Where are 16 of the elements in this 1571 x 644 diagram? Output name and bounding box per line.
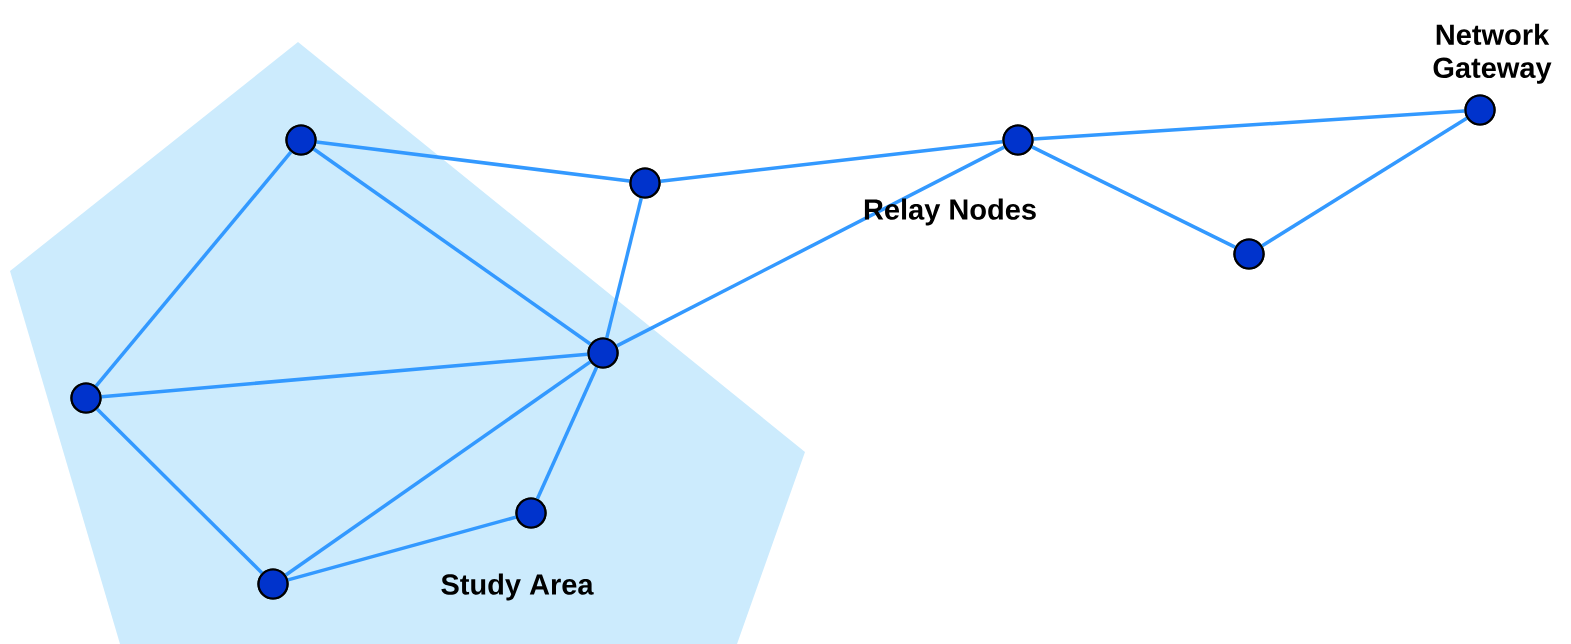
- link-line: [616, 145, 1005, 348]
- link-line: [1033, 109, 1465, 141]
- link-line: [101, 352, 588, 399]
- link-line: [94, 150, 293, 388]
- link-line: [287, 515, 517, 582]
- link-line: [1031, 145, 1236, 249]
- link-line: [316, 140, 630, 183]
- link-line: [312, 147, 592, 346]
- study-area-region: Study Area: [10, 42, 805, 644]
- link-line: [535, 366, 599, 500]
- node-caption: Network Gateway: [1433, 23, 1552, 84]
- link-line: [1261, 116, 1468, 248]
- link-line: [660, 140, 1003, 183]
- link-line: [605, 197, 643, 339]
- link-line: [95, 407, 264, 575]
- link-line: [284, 360, 592, 577]
